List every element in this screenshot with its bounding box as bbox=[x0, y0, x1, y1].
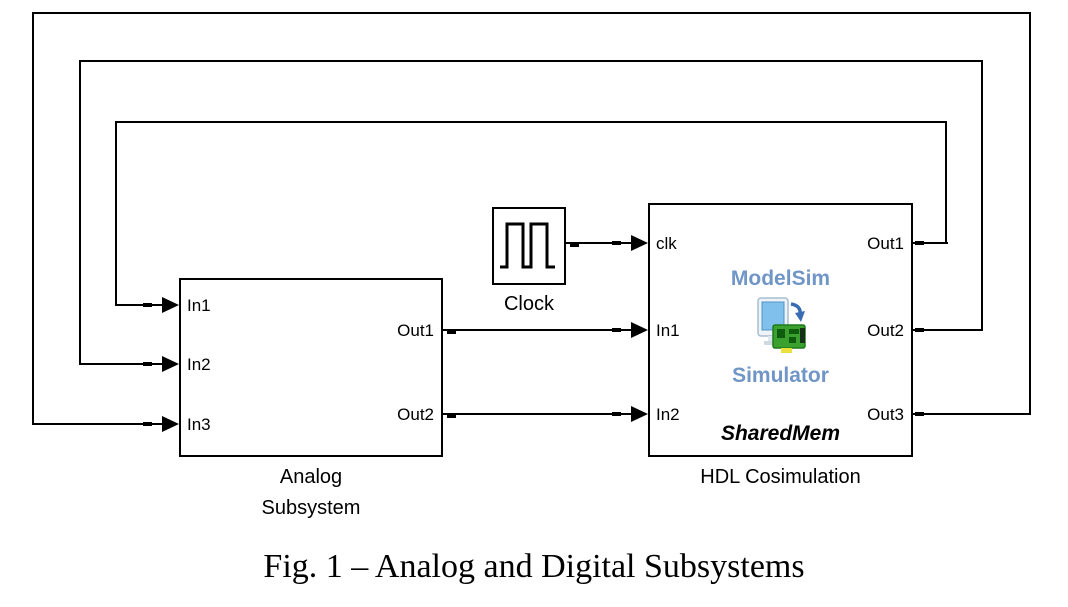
port-label-hdl-in2: In2 bbox=[656, 405, 680, 424]
analog-caption-line1: Analog bbox=[279, 466, 343, 488]
port-label-analog-out2: Out2 bbox=[397, 405, 434, 424]
sharedmem-mode-label: SharedMem bbox=[720, 422, 841, 445]
port-dash-analog-in1 bbox=[143, 303, 152, 307]
arrowhead-in2 bbox=[162, 356, 179, 372]
wire-out3-to-in3-seg4 bbox=[32, 12, 34, 425]
wire-out1-to-in1-seg1 bbox=[912, 242, 948, 244]
port-label-hdl-in1: In1 bbox=[656, 321, 680, 340]
arrowhead-hdl-in2 bbox=[631, 406, 648, 422]
wire-out1-to-in1-seg5 bbox=[115, 304, 163, 306]
wire-out2-to-in2-seg4 bbox=[79, 60, 81, 365]
arrowhead-hdl-in1 bbox=[631, 322, 648, 338]
wire-out1-to-in1-seg4 bbox=[115, 121, 117, 306]
port-dash-clock-out bbox=[570, 243, 579, 247]
port-dash-hdl-out1 bbox=[915, 241, 924, 245]
port-label-hdl-out3: Out3 bbox=[867, 405, 904, 424]
wire-out3-to-in3-seg1 bbox=[912, 413, 1031, 415]
port-dash-hdl-out3 bbox=[915, 412, 924, 416]
square-wave-icon bbox=[500, 222, 555, 269]
analog-subsystem-caption: Analog Subsystem bbox=[179, 462, 443, 524]
clock-caption-text: Clock bbox=[503, 293, 554, 315]
wire-out2-to-in2-seg1 bbox=[912, 329, 983, 331]
simulator-brand-text: Simulator bbox=[732, 364, 829, 387]
arrowhead-in1 bbox=[162, 297, 179, 313]
port-label-analog-in3: In3 bbox=[187, 415, 211, 434]
figure-caption: Fig. 1 – Analog and Digital Subsystems bbox=[263, 548, 805, 585]
port-dash-hdl-out2 bbox=[915, 328, 924, 332]
wire-out2-to-in2-seg3 bbox=[79, 60, 983, 62]
port-label-hdl-clk: clk bbox=[656, 234, 677, 253]
modelsim-simulator-icon bbox=[757, 297, 806, 353]
wire-out2-to-in2-seg5 bbox=[79, 363, 163, 365]
block-analog-subsystem: In1 In2 In3 Out1 Out2 bbox=[179, 278, 443, 457]
arrowhead-clk bbox=[631, 235, 648, 251]
port-dash-hdl-clk bbox=[612, 241, 621, 245]
modelsim-brand-text: ModelSim bbox=[730, 267, 831, 290]
port-dash-analog-in3 bbox=[143, 422, 152, 426]
block-clock bbox=[492, 207, 566, 285]
wire-out1-to-in1-seg2 bbox=[945, 121, 947, 244]
wire-out2-to-in2-seg2 bbox=[981, 60, 983, 331]
port-label-hdl-out1: Out1 bbox=[867, 234, 904, 253]
port-dash-analog-out1 bbox=[447, 330, 456, 334]
port-label-analog-out1: Out1 bbox=[397, 321, 434, 340]
hdl-caption-text: HDL Cosimulation bbox=[700, 466, 861, 488]
block-hdl-cosimulation: clk In1 In2 Out1 Out2 Out3 ModelSim Simu… bbox=[648, 203, 913, 457]
analog-caption-line2: Subsystem bbox=[261, 497, 361, 519]
port-label-hdl-out2: Out2 bbox=[867, 321, 904, 340]
port-label-analog-in2: In2 bbox=[187, 355, 211, 374]
port-dash-hdl-in2 bbox=[612, 412, 621, 416]
wire-out3-to-in3-seg5 bbox=[32, 423, 163, 425]
hdl-cosimulation-caption: HDL Cosimulation bbox=[648, 462, 913, 493]
port-label-analog-in1: In1 bbox=[187, 296, 211, 315]
wire-analogout1-to-hdlin1 bbox=[443, 329, 632, 331]
clock-caption: Clock bbox=[459, 289, 599, 320]
port-dash-analog-out2 bbox=[447, 414, 456, 418]
port-dash-analog-in2 bbox=[143, 362, 152, 366]
port-dash-hdl-in1 bbox=[612, 328, 621, 332]
wire-out1-to-in1-seg3 bbox=[115, 121, 947, 123]
wire-out3-to-in3-seg2 bbox=[1029, 12, 1031, 415]
wire-analogout2-to-hdlin2 bbox=[443, 413, 632, 415]
arrowhead-in3 bbox=[162, 416, 179, 432]
wire-out3-to-in3-seg3 bbox=[32, 12, 1031, 14]
wire-clock-to-clk bbox=[565, 242, 632, 244]
